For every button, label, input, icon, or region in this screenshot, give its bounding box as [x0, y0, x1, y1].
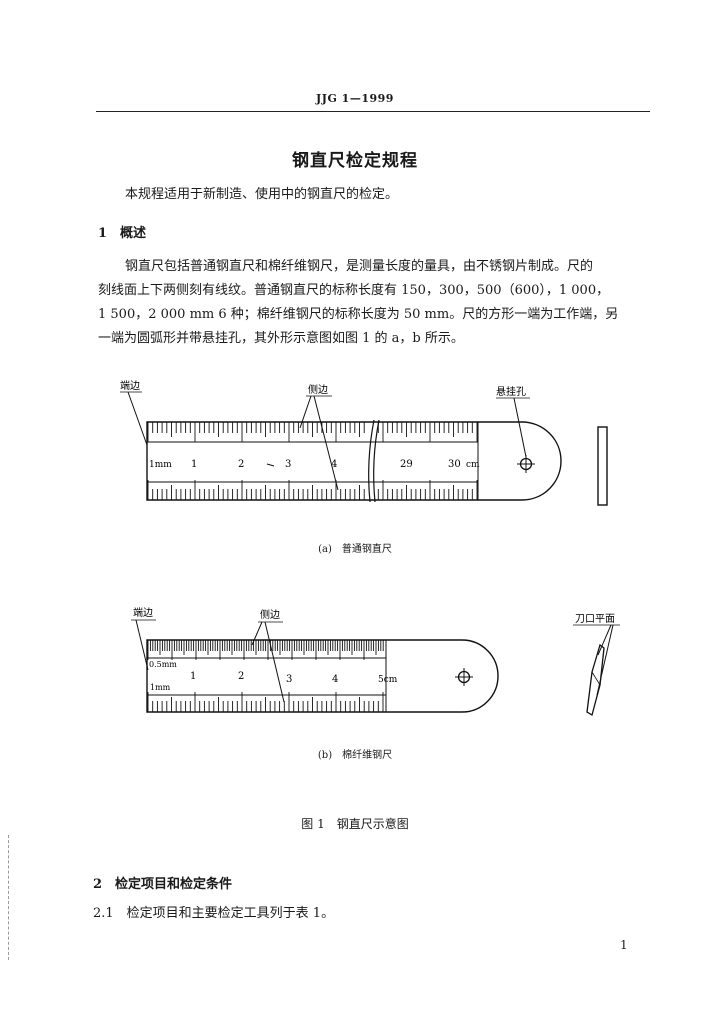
section-1-line-2: 刻线面上下两侧刻有线纹。普通钢直尺的标称长度有 150，300，500（600）… — [98, 283, 610, 298]
ruler-b-number-5cm: 5cm — [378, 675, 398, 685]
figure-a-steel-ruler: 1mm 1 2 3 4 29 30 cm 端边 侧边 悬挂孔 — [120, 379, 608, 506]
leader-end-edge-a — [127, 391, 148, 446]
label-end-edge-a: 端边 — [120, 379, 140, 392]
ruler-b-number-4: 4 — [332, 674, 338, 685]
ruler-b-number-3: 3 — [286, 674, 292, 685]
label-hang-hole: 悬挂孔 — [496, 385, 526, 398]
ruler-a-number-1: 1 — [191, 459, 197, 470]
figure-a-caption: (a) 普通钢直尺 — [318, 544, 392, 555]
leader-side-edge-a-top — [299, 395, 312, 429]
ruler-a-number-29: 29 — [400, 459, 413, 470]
leader-hang-hole — [513, 397, 527, 458]
ruler-a-break-mark-2 — [373, 419, 380, 503]
leader-blade-face-1 — [597, 624, 612, 656]
ruler-a-side-view — [597, 426, 608, 506]
blade-inner-line — [591, 671, 601, 686]
leader-side-edge-b-bottom — [264, 621, 285, 703]
ruler-a-number-30: 30 — [448, 459, 461, 470]
ruler-a-break-mark — [368, 419, 375, 503]
section-2-heading: 2 检定项目和检定条件 — [93, 877, 233, 892]
ruler-a-unit-cm: cm — [466, 460, 480, 470]
ruler-a-number-2: 2 — [238, 459, 244, 470]
ruler-b-top-ticks — [147, 640, 384, 660]
section-1-heading: 1 概述 — [98, 226, 147, 241]
page-number: 1 — [620, 938, 628, 952]
section-1-body: 钢直尺包括普通钢直尺和棉纤维钢尺，是测量长度的量具，由不锈钢片制成。尺的 刻线面… — [98, 255, 658, 351]
ruler-b-number-1: 1 — [190, 671, 196, 682]
header-rule — [96, 111, 650, 112]
leader-blade-face-2 — [596, 624, 614, 696]
figure-b-cotton-fiber-ruler: 0.5mm 1mm 1 2 3 4 5cm 端边 侧边 刀口平面 — [131, 606, 620, 717]
figure-b-caption: (b) 棉纤维钢尺 — [317, 750, 393, 761]
label-side-edge-b: 侧边 — [260, 608, 280, 621]
leader-end-edge-b — [135, 619, 149, 671]
leader-side-edge-a-bottom — [313, 395, 339, 491]
label-blade-face: 刀口平面 — [575, 614, 615, 625]
section-1-line-3: 1 500，2 000 mm 6 种；棉纤维钢尺的标称长度为 50 mm。尺的方… — [98, 307, 619, 322]
scan-edge-mark — [8, 835, 9, 960]
ruler-a-dash-mark — [266, 463, 275, 467]
ruler-a-number-3: 3 — [285, 459, 291, 470]
ruler-a-label-1mm: 1mm — [149, 460, 172, 470]
section-2-1: 2.1 检定项目和主要检定工具列于表 1。 — [93, 906, 335, 921]
figure-1-caption: 图 1 钢直尺示意图 — [301, 817, 409, 831]
ruler-b-label-0-5mm: 0.5mm — [149, 660, 177, 669]
ruler-b-label-1mm: 1mm — [150, 683, 171, 692]
leader-side-edge-b-top — [251, 621, 263, 646]
blade-cross-section — [586, 643, 605, 717]
ruler-b-number-2: 2 — [238, 671, 244, 682]
label-end-edge-b: 端边 — [133, 606, 153, 619]
section-1-line-1: 钢直尺包括普通钢直尺和棉纤维钢尺，是测量长度的量具，由不锈钢片制成。尺的 — [125, 259, 594, 274]
ruler-b-outline — [146, 639, 499, 713]
ruler-a-number-4: 4 — [331, 459, 337, 470]
ruler-a-top-ticks — [147, 422, 478, 442]
label-side-edge-a: 侧边 — [308, 383, 328, 396]
ruler-a-bottom-ticks — [147, 480, 478, 500]
page-title: 钢直尺检定规程 — [292, 151, 418, 171]
section-1-line-4: 一端为圆弧形并带悬挂孔，其外形示意图如图 1 的 a，b 所示。 — [98, 331, 464, 346]
ruler-a-outline — [146, 421, 562, 501]
ruler-b-bottom-ticks — [147, 692, 384, 712]
intro-paragraph: 本规程适用于新制造、使用中的钢直尺的检定。 — [125, 187, 399, 202]
document-code: JJG 1—1999 — [316, 92, 394, 105]
